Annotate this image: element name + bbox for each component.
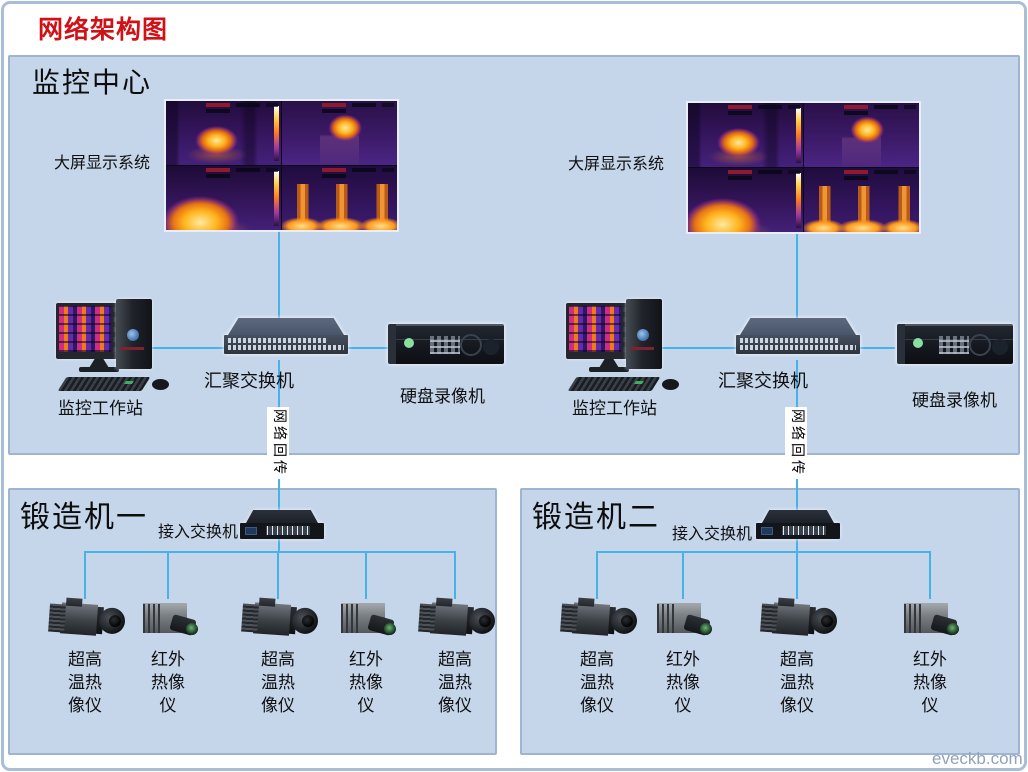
machine1-title: 锻造机一 bbox=[20, 501, 148, 534]
workstation2-keyboard bbox=[567, 377, 661, 391]
access-switch-1 bbox=[240, 508, 324, 544]
link-display1-switch1 bbox=[278, 232, 280, 320]
machine2-drop-3 bbox=[796, 551, 798, 599]
ultra-high-temp-camera-icon bbox=[759, 594, 835, 646]
aggregation-switch2-label: 汇聚交换机 bbox=[718, 371, 808, 391]
aggregation-switch-1 bbox=[224, 318, 348, 358]
infrared-camera-icon bbox=[337, 597, 395, 643]
ultra-high-temp-camera-icon bbox=[47, 594, 123, 646]
ultra-high-temp-camera-icon bbox=[417, 594, 493, 646]
workstation2-monitor-base bbox=[589, 367, 629, 372]
access-switch2-label: 接入交换机 bbox=[672, 526, 753, 543]
infrared-camera-icon bbox=[900, 597, 958, 643]
thermal-colorbar bbox=[796, 108, 801, 163]
dvr1-label: 硬盘录像机 bbox=[400, 387, 485, 406]
dvr-recorder-1 bbox=[388, 324, 504, 364]
link-workstation2-switch2 bbox=[660, 347, 736, 349]
camera-label: 红外 热像 仪 bbox=[666, 650, 700, 715]
thermal-view-quadrant bbox=[688, 168, 803, 232]
machine2-drop-1 bbox=[596, 551, 598, 599]
display1-label: 大屏显示系统 bbox=[54, 155, 151, 172]
machine1-drop-5 bbox=[454, 551, 456, 599]
access-switch1-label: 接入交换机 bbox=[158, 524, 239, 541]
machine1-bus-line bbox=[84, 551, 456, 553]
workstation1-label: 监控工作站 bbox=[58, 399, 143, 418]
machine2-title: 锻造机二 bbox=[532, 501, 660, 534]
thermal-view-quadrant bbox=[166, 101, 281, 165]
camera-label: 超高 温热 像仪 bbox=[68, 650, 102, 715]
workstation1-monitor-base bbox=[79, 367, 119, 372]
thermal-view-quadrant bbox=[282, 101, 397, 165]
machine1-drop-1 bbox=[84, 551, 86, 599]
camera-label: 超高 温热 像仪 bbox=[580, 650, 614, 715]
machine2-drop-4 bbox=[929, 551, 931, 599]
workstation2-tower bbox=[626, 299, 662, 369]
display2-label: 大屏显示系统 bbox=[568, 156, 665, 173]
machine1-drop-4 bbox=[365, 551, 367, 599]
workstation2-label: 监控工作站 bbox=[572, 399, 657, 418]
workstation1-mouse bbox=[152, 379, 169, 390]
aggregation-switch1-label: 汇聚交换机 bbox=[204, 371, 294, 391]
machine1-drop-2 bbox=[167, 551, 169, 599]
infrared-camera-icon bbox=[139, 597, 197, 643]
aggregation-switch-2 bbox=[736, 318, 860, 358]
camera-label: 红外 热像 仪 bbox=[151, 650, 185, 715]
camera-label: 红外 热像 仪 bbox=[913, 650, 947, 715]
camera-label: 超高 温热 像仪 bbox=[780, 650, 814, 715]
link-switch2-dvr2 bbox=[858, 347, 895, 349]
video-wall-display-1 bbox=[164, 99, 399, 232]
workstation1-monitor-stand bbox=[89, 359, 109, 368]
diagram-title: 网络架构图 bbox=[38, 17, 169, 44]
thermal-view-quadrant bbox=[804, 103, 919, 167]
workstation1-tower bbox=[116, 299, 152, 369]
dvr-recorder-2 bbox=[897, 324, 1013, 364]
switch-top-face bbox=[228, 318, 344, 335]
workstation2-mouse bbox=[662, 379, 679, 390]
switch-top-face bbox=[740, 318, 856, 335]
switch-front-ports bbox=[756, 523, 840, 539]
monitoring-center-title: 监控中心 bbox=[32, 68, 153, 99]
access-switch-2 bbox=[756, 508, 840, 544]
ultra-high-temp-camera-icon bbox=[559, 594, 635, 646]
backhaul2-label: 网络回传 bbox=[785, 407, 807, 479]
machine2-bus-line bbox=[596, 551, 930, 553]
thermal-view-quadrant bbox=[688, 103, 803, 167]
machine2-drop-2 bbox=[682, 551, 684, 599]
link-switch1-dvr1 bbox=[348, 347, 388, 349]
backhaul1-label: 网络回传 bbox=[267, 407, 289, 479]
thermal-view-quadrant bbox=[282, 166, 397, 230]
switch-front-ports bbox=[240, 523, 324, 539]
link-workstation1-switch1 bbox=[150, 347, 226, 349]
thermal-view-quadrant bbox=[166, 166, 281, 230]
switch-front-ports bbox=[736, 335, 860, 354]
switch-top-face bbox=[246, 510, 318, 523]
camera-label: 红外 热像 仪 bbox=[349, 650, 383, 715]
video-wall-display-2 bbox=[686, 101, 921, 234]
switch-top-face bbox=[762, 510, 834, 523]
workstation1-keyboard bbox=[57, 377, 151, 391]
workstation2-monitor-stand bbox=[599, 359, 619, 368]
dvr2-label: 硬盘录像机 bbox=[912, 391, 997, 410]
thermal-colorbar bbox=[274, 171, 279, 226]
link-display2-switch2 bbox=[796, 232, 798, 320]
ultra-high-temp-camera-icon bbox=[240, 594, 316, 646]
machine1-drop-3 bbox=[277, 551, 279, 599]
switch-front-ports bbox=[224, 335, 348, 354]
thermal-view-quadrant bbox=[804, 168, 919, 232]
thermal-colorbar bbox=[796, 173, 801, 228]
camera-label: 超高 温热 像仪 bbox=[438, 650, 472, 715]
infrared-camera-icon bbox=[653, 597, 711, 643]
watermark: eveckb.com bbox=[932, 749, 1023, 768]
camera-label: 超高 温热 像仪 bbox=[261, 650, 295, 715]
thermal-colorbar bbox=[274, 106, 279, 161]
